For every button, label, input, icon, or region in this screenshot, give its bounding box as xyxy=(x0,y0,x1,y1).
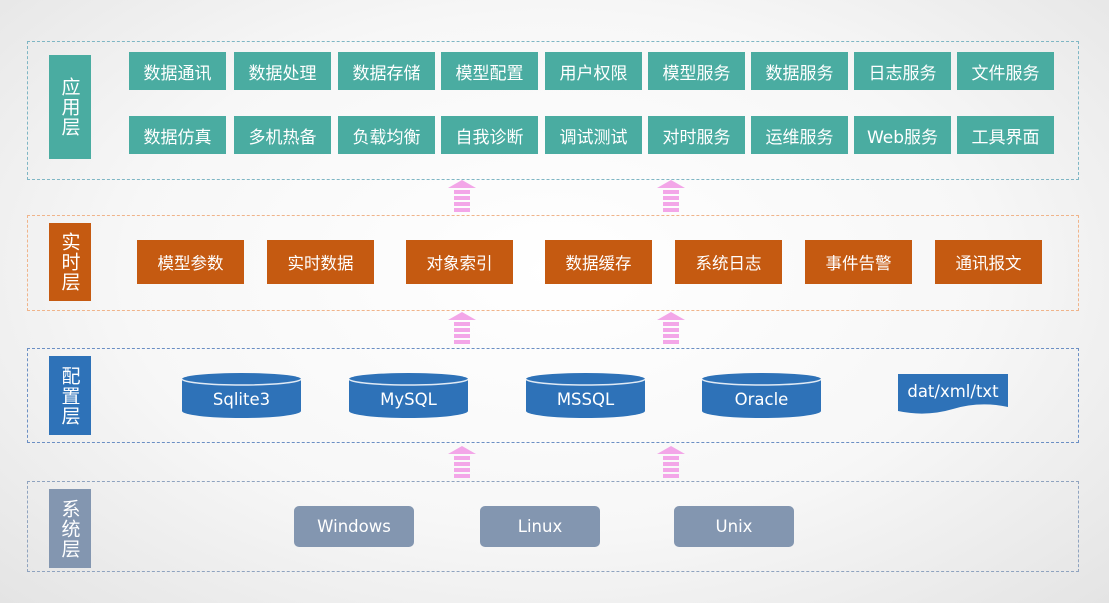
database-label: MSSQL xyxy=(556,390,615,409)
application-layer: 应用层 xyxy=(27,41,1079,180)
app-module: 模型配置 xyxy=(441,52,538,90)
app-module: Web服务 xyxy=(854,116,951,154)
database-cylinder-icon xyxy=(526,373,645,418)
document-icon xyxy=(898,374,1008,414)
up-arrow-icon xyxy=(657,312,685,344)
database-cylinder-icon xyxy=(702,373,821,418)
database-node: Sqlite3 xyxy=(182,373,301,419)
app-module: 多机热备 xyxy=(234,116,331,154)
realtime-module: 模型参数 xyxy=(137,240,244,284)
database-node: MySQL xyxy=(349,373,468,419)
database-label: Oracle xyxy=(734,390,789,409)
realtime-layer: 实时层 xyxy=(27,215,1079,311)
up-arrow-icon xyxy=(448,446,476,478)
application-layer-label: 应用层 xyxy=(49,55,91,159)
app-module: 日志服务 xyxy=(854,52,951,90)
realtime-module: 通讯报文 xyxy=(935,240,1042,284)
realtime-module: 系统日志 xyxy=(675,240,782,284)
app-module: 自我诊断 xyxy=(441,116,538,154)
database-cylinder-icon xyxy=(182,373,301,418)
up-arrow-icon xyxy=(448,180,476,212)
database-cylinder-icon xyxy=(349,373,468,418)
realtime-layer-label: 实时层 xyxy=(49,223,91,301)
app-module: 数据存储 xyxy=(338,52,435,90)
app-module: 文件服务 xyxy=(957,52,1054,90)
realtime-module: 事件告警 xyxy=(805,240,912,284)
app-module: 调试测试 xyxy=(545,116,642,154)
database-label: Sqlite3 xyxy=(212,390,271,409)
os-platform: Windows xyxy=(294,506,414,547)
app-module: 负载均衡 xyxy=(338,116,435,154)
os-platform: Unix xyxy=(674,506,794,547)
database-node: MSSQL xyxy=(526,373,645,419)
app-module: 运维服务 xyxy=(751,116,848,154)
realtime-module: 对象索引 xyxy=(406,240,513,284)
system-layer: 系统层 xyxy=(27,481,1079,572)
app-module: 工具界面 xyxy=(957,116,1054,154)
system-layer-label: 系统层 xyxy=(49,489,91,568)
file-storage: dat/xml/txt xyxy=(898,374,1008,418)
file-storage-label: dat/xml/txt xyxy=(907,382,999,401)
app-module: 模型服务 xyxy=(648,52,745,90)
config-layer-label: 配置层 xyxy=(49,356,91,435)
database-label: MySQL xyxy=(380,390,437,409)
app-module: 数据仿真 xyxy=(129,116,226,154)
app-module: 数据处理 xyxy=(234,52,331,90)
app-module: 用户权限 xyxy=(545,52,642,90)
up-arrow-icon xyxy=(657,446,685,478)
app-module: 对时服务 xyxy=(648,116,745,154)
config-layer: 配置层 xyxy=(27,348,1079,443)
app-module: 数据通讯 xyxy=(129,52,226,90)
realtime-module: 实时数据 xyxy=(267,240,374,284)
os-platform: Linux xyxy=(480,506,600,547)
app-module: 数据服务 xyxy=(751,52,848,90)
up-arrow-icon xyxy=(448,312,476,344)
realtime-module: 数据缓存 xyxy=(545,240,652,284)
up-arrow-icon xyxy=(657,180,685,212)
database-node: Oracle xyxy=(702,373,821,419)
